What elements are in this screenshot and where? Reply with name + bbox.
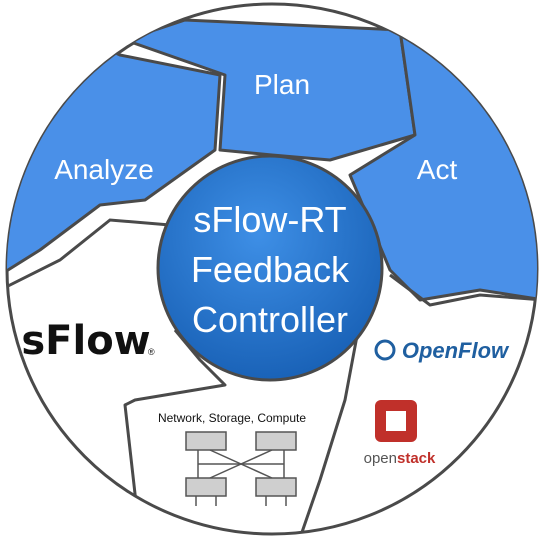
divider-left (7, 218, 171, 292)
analyze-label: Analyze (54, 154, 154, 185)
sflow-wordmark: sFlow (21, 318, 150, 364)
sflow-logo: sFlow ® (21, 318, 155, 364)
switch-bottom-left-icon (185, 477, 227, 497)
plan-segment (123, 18, 417, 162)
openflow-swirl-icon (374, 339, 396, 361)
openflow-wordmark: OpenFlow (402, 338, 510, 363)
infrastructure-label: Network, Storage, Compute (158, 411, 306, 425)
controller-circle (156, 154, 384, 382)
openstack-suffix: stack (397, 450, 436, 467)
divider-right-upper (389, 273, 537, 307)
act-label: Act (417, 154, 458, 185)
openstack-cube-hole (386, 411, 406, 431)
sflow-registered-mark: ® (148, 347, 155, 357)
switch-top-left-icon (185, 431, 227, 451)
switch-bottom-right-icon (255, 477, 297, 497)
switch-top-right-icon (255, 431, 297, 451)
openflow-logo: OpenFlow (374, 338, 510, 363)
openstack-prefix: open (364, 450, 397, 467)
network-links (195, 449, 287, 506)
controller-line-3: Controller (192, 299, 348, 340)
controller-line-1: sFlow-RT (193, 199, 346, 240)
openstack-logo: open stack (364, 400, 436, 467)
controller-line-2: Feedback (191, 249, 350, 290)
infrastructure-block: Network, Storage, Compute (158, 411, 306, 506)
infrastructure-region (123, 329, 227, 534)
plan-label: Plan (254, 69, 310, 100)
